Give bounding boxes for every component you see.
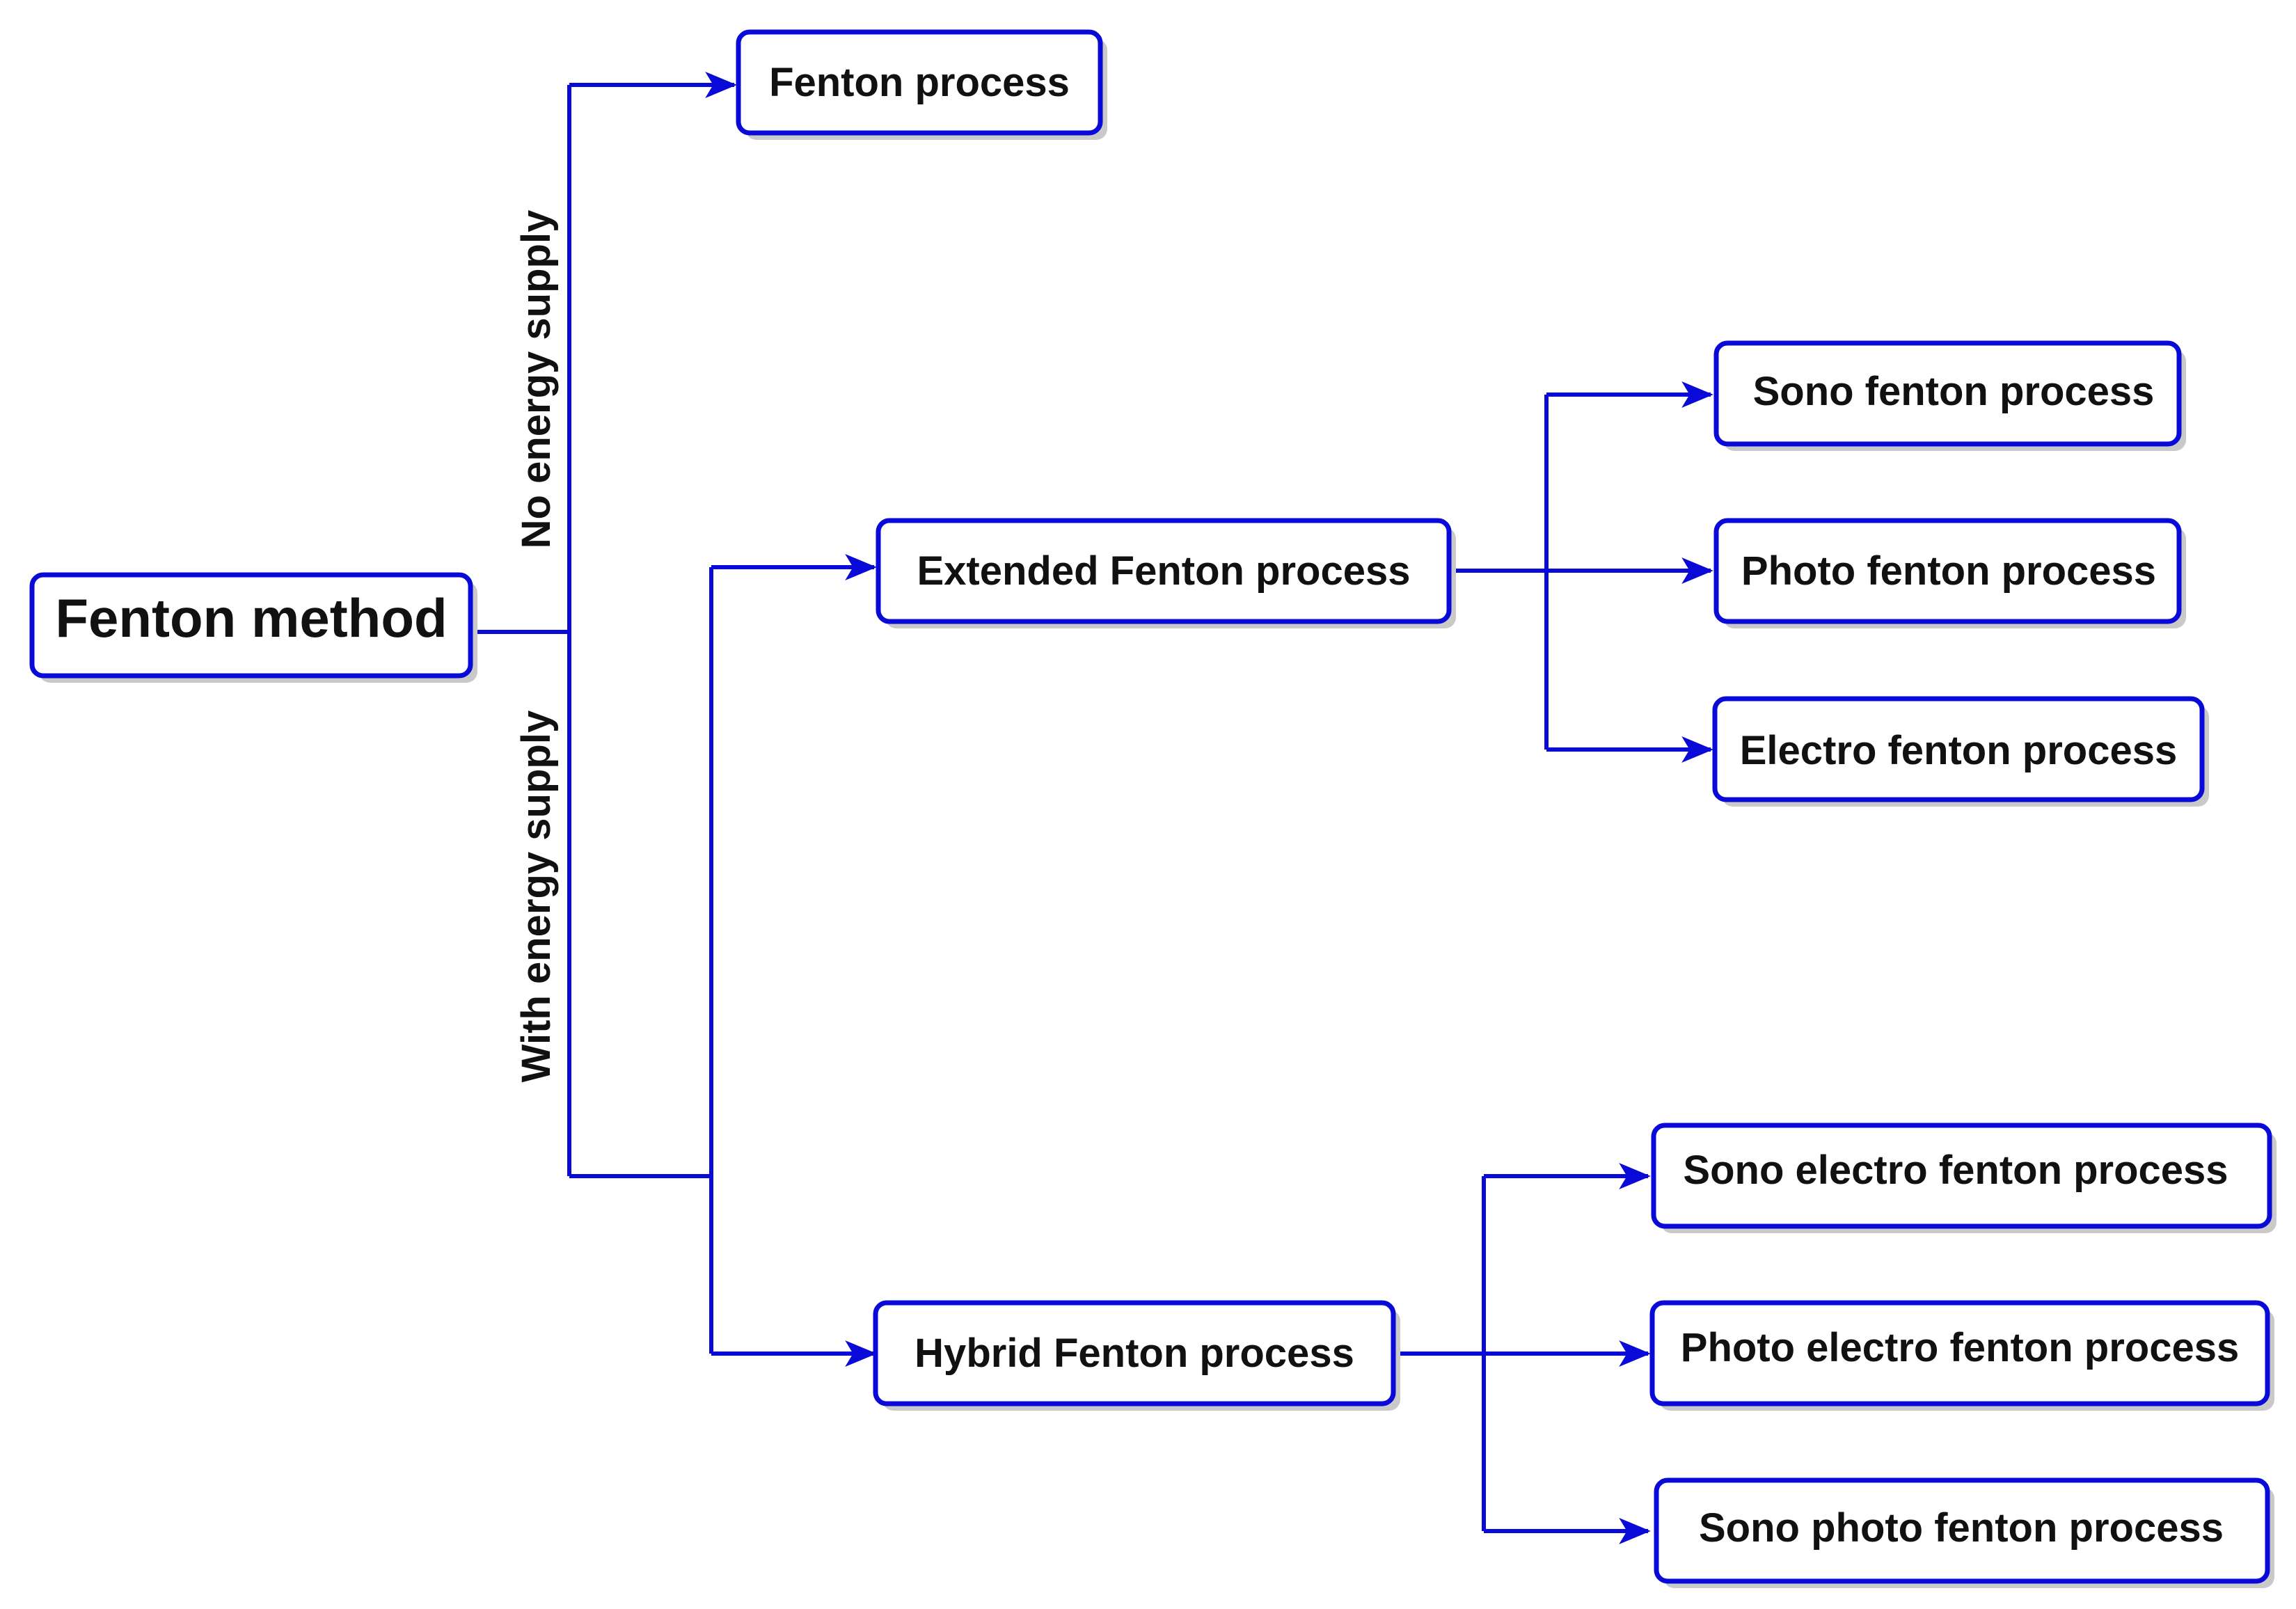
node-extended-fenton: Extended Fenton process <box>876 518 1456 628</box>
node-fenton-method: Fenton method <box>29 572 477 683</box>
node-hybrid-fenton-label: Hybrid Fenton process <box>915 1331 1354 1376</box>
node-electro-fenton: Electro fenton process <box>1712 696 2209 807</box>
node-photo-fenton: Photo fenton process <box>1713 518 2186 628</box>
edge-label-with-energy: With energy supply <box>514 711 559 1082</box>
node-photo-electro-fenton-label: Photo electro fenton process <box>1681 1325 2239 1370</box>
node-photo-fenton-label: Photo fenton process <box>1741 548 2156 594</box>
node-sono-fenton: Sono fenton process <box>1713 340 2186 451</box>
node-fenton-process: Fenton process <box>736 29 1107 140</box>
node-sono-fenton-label: Sono fenton process <box>1753 369 2155 414</box>
node-sono-photo-fenton: Sono photo fenton process <box>1654 1477 2274 1588</box>
node-sono-photo-fenton-label: Sono photo fenton process <box>1699 1505 2224 1551</box>
node-fenton-method-label: Fenton method <box>55 587 447 649</box>
node-sono-electro-fenton: Sono electro fenton process <box>1651 1123 2277 1233</box>
connectors <box>473 72 1713 1544</box>
edge-label-no-energy: No energy supply <box>514 210 559 549</box>
node-electro-fenton-label: Electro fenton process <box>1740 728 2177 773</box>
node-fenton-process-label: Fenton process <box>769 60 1070 105</box>
node-extended-fenton-label: Extended Fenton process <box>917 548 1410 594</box>
node-photo-electro-fenton: Photo electro fenton process <box>1649 1300 2274 1411</box>
node-hybrid-fenton: Hybrid Fenton process <box>873 1300 1400 1411</box>
node-sono-electro-fenton-label: Sono electro fenton process <box>1683 1148 2228 1193</box>
